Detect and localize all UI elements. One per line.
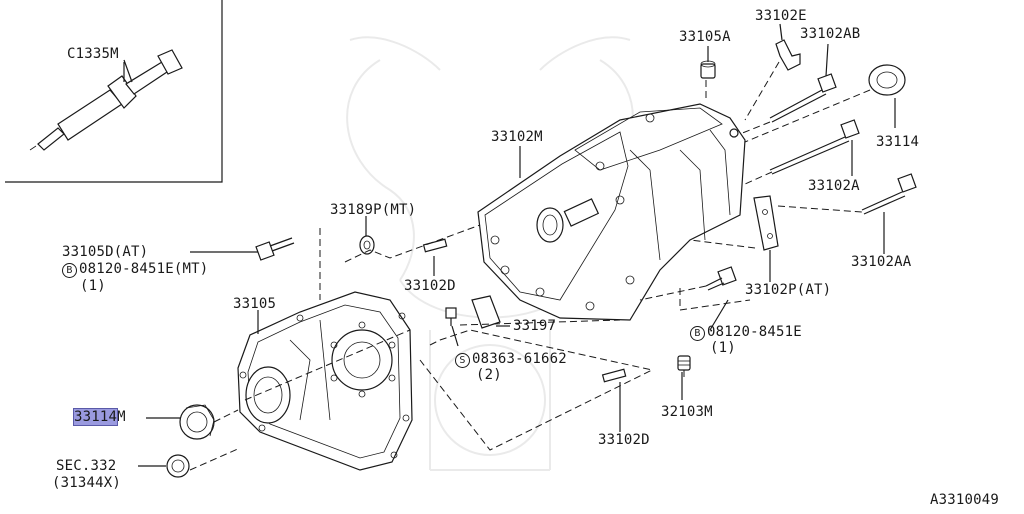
label-c1335m: C1335M — [67, 46, 119, 62]
bolt-33102a — [769, 119, 860, 175]
label-sec332: SEC.332 — [56, 458, 117, 474]
label-33102ab: 33102AB — [800, 26, 861, 42]
stud-33102d-lower — [601, 368, 627, 383]
seal-33114-lower — [179, 404, 215, 440]
label-33105a: 33105A — [679, 29, 731, 45]
plug-33105a — [700, 60, 716, 79]
label-s-08363-text: 08363-61662 — [472, 351, 567, 367]
label-33102a: 33102A — [808, 178, 860, 194]
label-33105d: 33105D(AT) — [62, 244, 149, 260]
label-33102aa: 33102AA — [851, 254, 912, 270]
label-33105: 33105 — [233, 296, 277, 312]
label-qty-1b: (1) — [710, 340, 736, 356]
stud-33102d-upper — [422, 238, 448, 253]
label-33114-highlighted[interactable]: 33114M — [72, 408, 126, 426]
label-qty-1: (1) — [80, 278, 106, 294]
bolt-marker-b: B — [62, 263, 77, 278]
gasket-33197 — [471, 295, 501, 329]
diagram-code: A3310049 — [930, 492, 1000, 508]
seal-33114-top — [868, 64, 906, 96]
breather-32103m — [677, 355, 691, 371]
label-33102p: 33102P(AT) — [745, 282, 832, 298]
label-33114-top: 33114 — [876, 134, 920, 150]
bolt-33105d — [255, 237, 295, 261]
leader-lines — [123, 23, 896, 467]
highlighted-part-number[interactable]: 33114 — [72, 408, 119, 426]
screw-marker-s: S — [455, 353, 470, 368]
screw-08363-61662 — [445, 307, 457, 326]
oil-seal-sec332 — [166, 454, 190, 478]
label-33102e: 33102E — [755, 8, 807, 24]
label-b-08120-mt-text: 08120-8451E(MT) — [79, 261, 209, 277]
bolt-33102aa — [861, 173, 917, 215]
label-33114-suffix: M — [117, 409, 126, 425]
grease-tube-c1335m — [29, 49, 183, 151]
assembly-lines — [189, 61, 871, 471]
front-cover-33105 — [237, 291, 413, 471]
label-33102m: 33102M — [491, 129, 543, 145]
bolt-33102ab — [769, 73, 837, 123]
label-32103m: 32103M — [661, 404, 713, 420]
breather-33102e — [775, 39, 801, 71]
label-qty-2: (2) — [476, 367, 502, 383]
label-33197: 33197 — [513, 318, 557, 334]
label-33102d-upper: 33102D — [404, 278, 456, 294]
label-b-08120-text: 08120-8451E — [707, 324, 802, 340]
inset-frame — [5, 0, 223, 183]
transfer-case-housing-33102m — [477, 103, 746, 321]
bolt-08120-8451e — [705, 266, 737, 291]
label-sec332-ref: (31344X) — [52, 475, 122, 491]
label-33189p: 33189P(MT) — [330, 202, 417, 218]
label-33102d-lower: 33102D — [598, 432, 650, 448]
bracket-33102p — [753, 195, 779, 251]
bolt-marker-b2: B — [690, 326, 705, 341]
washer-33189p — [359, 235, 375, 255]
